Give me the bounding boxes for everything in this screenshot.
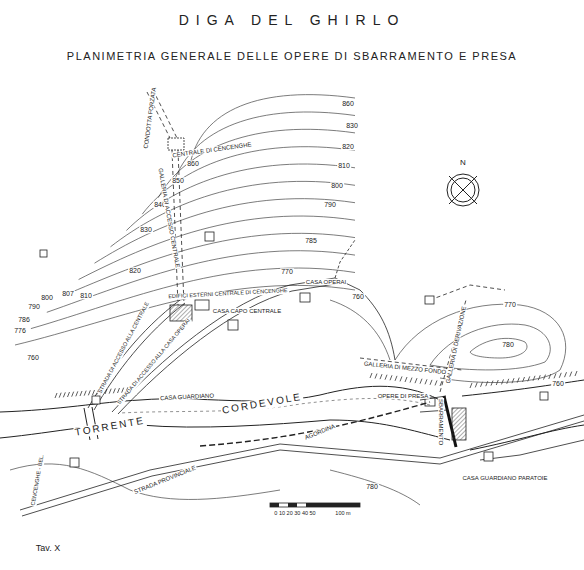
contour-line [158, 129, 355, 197]
elevation-label: 860 [186, 160, 200, 167]
plan-label: CORDEVOLE [220, 392, 303, 417]
north-compass [447, 174, 479, 206]
elevation-label: 760 [551, 380, 565, 387]
elevation-label: 810 [79, 292, 93, 299]
plan-label: CASA OPERAI [305, 279, 347, 285]
elevation-label: 790 [27, 303, 41, 310]
elevation-label: 830 [139, 226, 153, 233]
plan-label: CONDOTTA FORZATA [142, 86, 157, 150]
plan-label: CASA GUARDIANO PARATOIE [461, 475, 548, 481]
elevation-label: 780 [501, 341, 515, 348]
elevation-label: 776 [13, 327, 27, 334]
elevation-label: 850 [171, 177, 185, 184]
plan-label: PLANIMETRIA GENERALE DELLE OPERE DI SBAR… [66, 51, 518, 63]
elevation-label: 800 [330, 182, 344, 189]
contour-line [79, 216, 355, 279]
elevation-label: 830 [345, 122, 359, 129]
plan-label: N [459, 159, 467, 167]
buildings [40, 138, 548, 467]
contour-line [95, 199, 356, 264]
tunnels [147, 90, 505, 392]
plan-label: 0 10 20 30 40 50 [273, 511, 316, 517]
elevation-label: 790 [323, 201, 337, 208]
elevation-label: 807 [61, 290, 75, 297]
plan-label: GALLERIA DI MEZZO FONDO [363, 360, 448, 375]
plan-label: Tav. X [35, 544, 61, 553]
contour-line [190, 95, 355, 165]
river-banks [0, 380, 584, 450]
elevation-label: 860 [341, 100, 355, 107]
contour-line [63, 233, 355, 296]
plan-label: 100 m [334, 511, 351, 517]
elevation-label: 820 [128, 267, 142, 274]
plan-label: GALLERIA DI DERIVAZIONE [445, 305, 468, 385]
contour-line [47, 251, 355, 313]
elevation-label: 820 [341, 143, 355, 150]
plan-label: CASA CAPO CENTRALE [212, 308, 282, 314]
hill-contours [10, 300, 566, 505]
elevation-label: 780 [365, 483, 379, 490]
plan-label: AGORDINA [303, 423, 337, 442]
plan-label: CASA GUARDIANO [159, 392, 215, 401]
elevation-label: 786 [17, 316, 31, 323]
elevation-label: 760 [26, 354, 40, 361]
contour-line [31, 268, 355, 329]
elevation-label: 810 [337, 162, 351, 169]
contour-line [174, 112, 355, 181]
plan-label: CENCENGHE - BEL. [30, 453, 45, 507]
plan-label: SBARRAMENTO [438, 398, 444, 446]
elevation-label: 785 [304, 237, 318, 244]
dam [420, 396, 466, 447]
plan-label: TORRENTE [73, 416, 147, 439]
plan-label: STRADA PROVINCIALE [132, 464, 197, 495]
elevation-label: 760 [351, 293, 365, 300]
elevation-label: 770 [503, 301, 517, 308]
elevation-label: 800 [40, 294, 54, 301]
elevation-label: 770 [280, 268, 294, 275]
plan-label: OPERE DI PRESA [377, 393, 430, 399]
contour-lines [15, 95, 355, 345]
plan-title: DIGA DEL GHIRLO [179, 12, 406, 28]
scale-bar [270, 503, 360, 507]
contour-line [111, 181, 356, 246]
roads [20, 240, 584, 516]
contour-line [15, 285, 355, 345]
